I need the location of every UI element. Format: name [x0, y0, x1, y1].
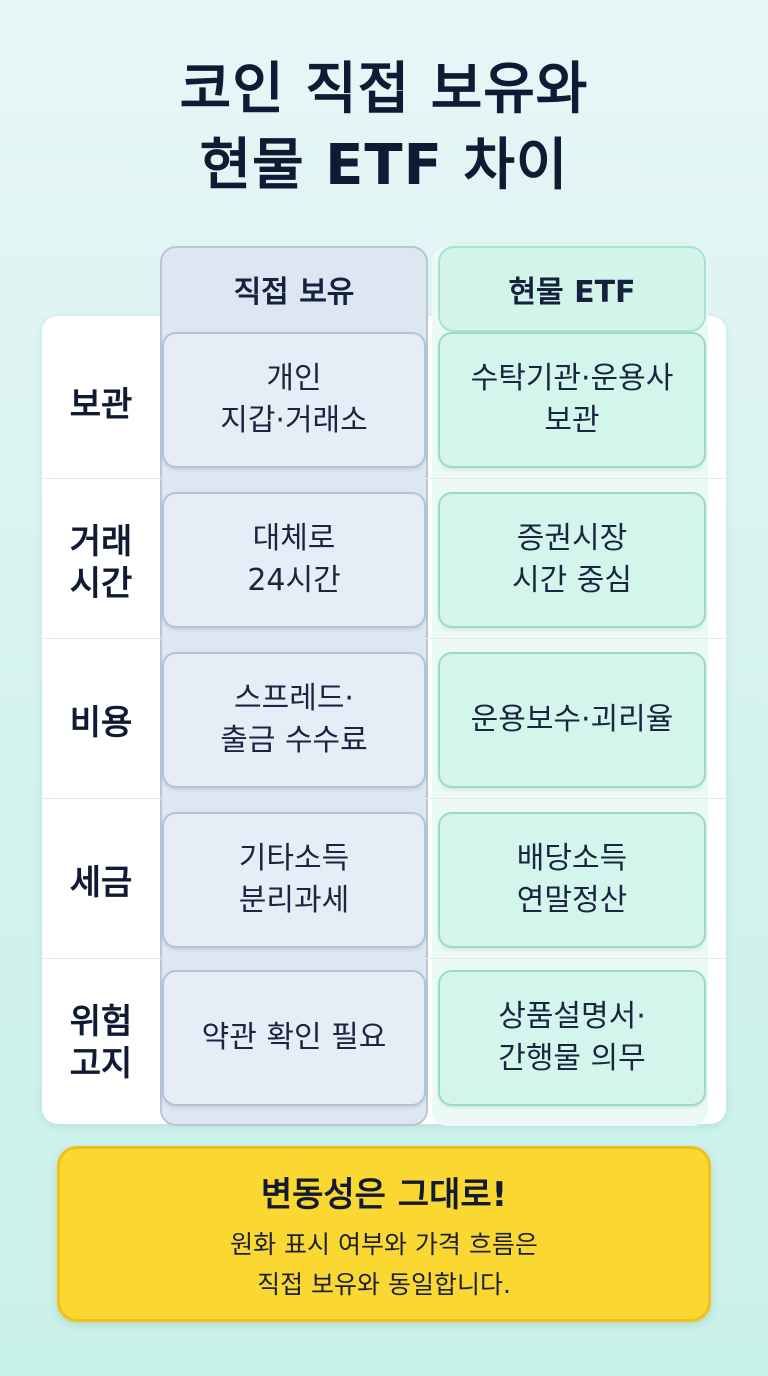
row-label-risk-disclosure: 위험 고지 [69, 1002, 133, 1084]
row-divider [42, 478, 726, 479]
cell-trading-hours-direct: 대체로 24시간 [162, 492, 426, 628]
column-header-direct-holding: 직접 보유 [233, 275, 355, 310]
row-divider [42, 798, 726, 799]
cell-risk-direct: 약관 확인 필요 [162, 970, 426, 1106]
row-label-custody: 보관 [69, 385, 133, 425]
cell-tax-etf: 배당소득 연말정산 [438, 812, 706, 948]
page-title-line-1: 코인 직접 보유와 [179, 57, 589, 122]
cell-cost-direct: 스프레드· 출금 수수료 [162, 652, 426, 788]
page-title: 코인 직접 보유와 현물 ETF 차이 [0, 52, 768, 204]
page-title-line-2: 현물 ETF 차이 [199, 133, 569, 198]
cell-cost-etf: 운용보수·괴리율 [438, 652, 706, 788]
note-title: 변동성은 그대로! [260, 1175, 508, 1215]
cell-risk-etf: 상품설명서· 간행물 의무 [438, 970, 706, 1106]
cell-tax-direct: 기타소득 분리과세 [162, 812, 426, 948]
cell-custody-direct: 개인 지갑·거래소 [162, 332, 426, 468]
row-label-tax: 세금 [69, 863, 133, 903]
row-label-trading-hours: 거래 시간 [69, 522, 133, 604]
row-divider [42, 638, 726, 639]
volatility-note-box: 변동성은 그대로! 원화 표시 여부와 가격 흐름은 직접 보유와 동일합니다. [57, 1146, 711, 1322]
cell-trading-hours-etf: 증권시장 시간 중심 [438, 492, 706, 628]
column-header-spot-etf: 현물 ETF [438, 246, 706, 332]
cell-custody-etf: 수탁기관·운용사 보관 [438, 332, 706, 468]
row-label-cost: 비용 [69, 703, 133, 743]
row-divider [42, 958, 726, 959]
note-body: 원화 표시 여부와 가격 흐름은 직접 보유와 동일합니다. [230, 1230, 538, 1299]
